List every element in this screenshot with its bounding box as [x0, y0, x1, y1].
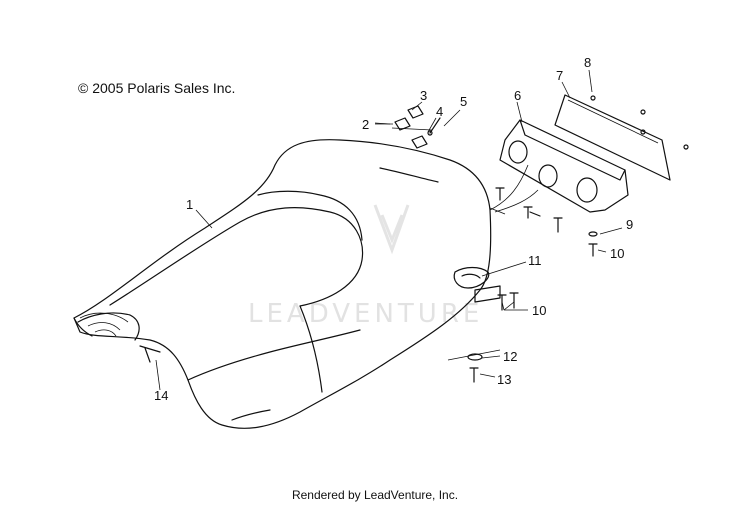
- tail-light-assembly: [489, 119, 629, 215]
- watermark-text: LEADVENTURE: [248, 299, 483, 329]
- callout-1: 1: [186, 197, 193, 212]
- callout-5: 5: [460, 94, 467, 109]
- callout-2: 2: [362, 117, 369, 132]
- watermark: LEADVENTURE: [248, 204, 483, 329]
- leader-lines: [155, 69, 623, 391]
- footer-text: Rendered by LeadVenture, Inc.: [291, 488, 459, 502]
- callout-13: 13: [497, 372, 511, 387]
- hardware: [374, 95, 689, 383]
- callout-7: 7: [556, 68, 563, 83]
- seat-body: [73, 139, 492, 429]
- callout-4: 4: [436, 104, 443, 119]
- copyright-text: © 2005 Polaris Sales Inc.: [78, 80, 236, 96]
- callouts: 1 2 3 4 5 6 7 8 9 10 10 11 12 13 14: [154, 55, 633, 403]
- callout-8: 8: [584, 55, 591, 70]
- callout-10-lower: 10: [532, 303, 546, 318]
- callout-10-upper: 10: [610, 246, 624, 261]
- callout-11: 11: [528, 253, 542, 268]
- lens: [554, 94, 671, 181]
- callout-14: 14: [154, 388, 168, 403]
- callout-6: 6: [514, 88, 521, 103]
- callout-12: 12: [503, 349, 517, 364]
- callout-3: 3: [420, 88, 427, 103]
- callout-9: 9: [626, 217, 633, 232]
